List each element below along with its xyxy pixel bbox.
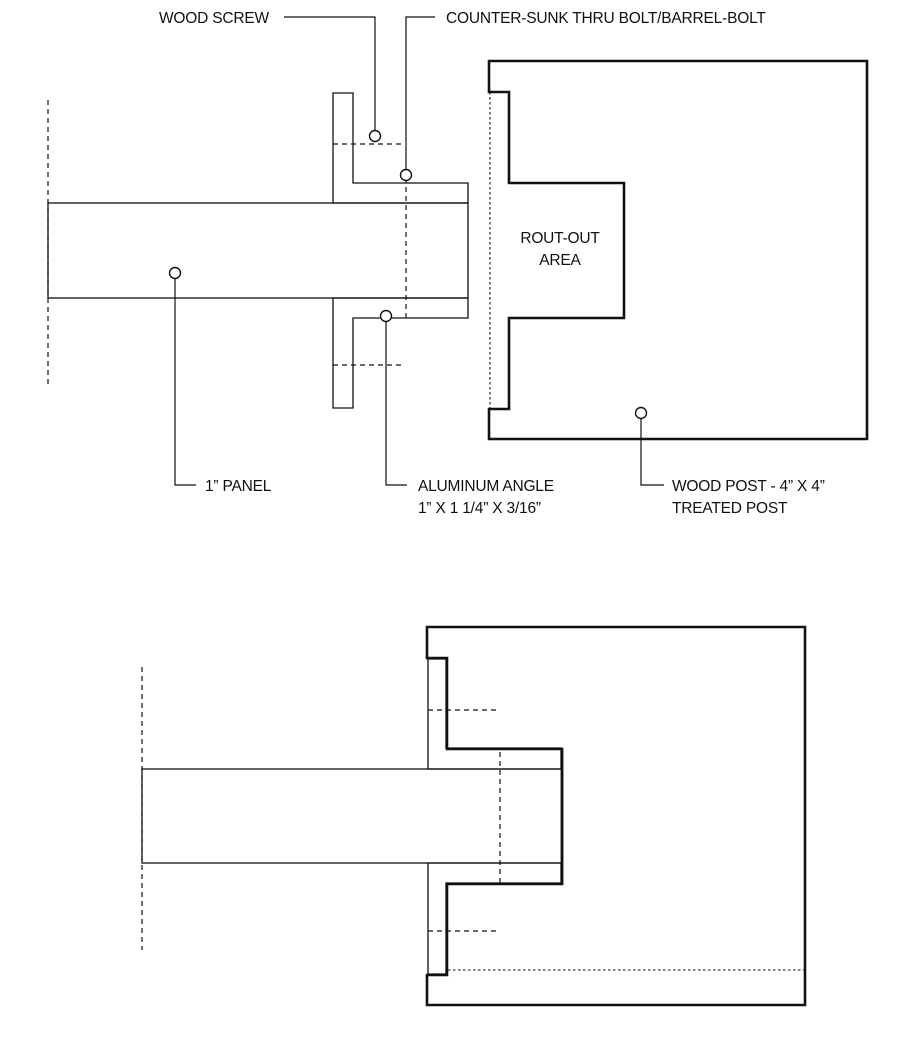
post-leader bbox=[640, 419, 664, 486]
bolt-leader bbox=[405, 16, 435, 169]
wood-post bbox=[487, 59, 869, 441]
wood-screw-marker bbox=[368, 129, 382, 143]
panel bbox=[47, 202, 469, 299]
wood-screw-leader bbox=[284, 16, 376, 130]
angle-label-line1: ALUMINUM ANGLE bbox=[418, 478, 554, 495]
panel-marker bbox=[168, 266, 182, 280]
wood-screw-label: WOOD SCREW bbox=[159, 10, 270, 27]
post-label-line2: TREATED POST bbox=[672, 500, 788, 517]
angle-leader bbox=[385, 322, 407, 486]
panel-leader bbox=[174, 279, 196, 486]
post-marker bbox=[634, 406, 648, 420]
bottom-diagram bbox=[141, 625, 807, 1007]
aluminum-angle-top bbox=[332, 92, 469, 204]
rout-out-label-line1: ROUT-OUT bbox=[520, 230, 600, 247]
bolt-marker bbox=[399, 168, 413, 182]
assembled-panel bbox=[141, 768, 563, 864]
angle-marker bbox=[379, 309, 393, 323]
panel-label: 1” PANEL bbox=[205, 478, 272, 495]
top-diagram: WOOD SCREW COUNTER-SUNK THRU BOLT/BARREL… bbox=[47, 10, 869, 517]
aluminum-angle-bottom bbox=[332, 297, 469, 409]
bolt-label: COUNTER-SUNK THRU BOLT/BARREL-BOLT bbox=[446, 10, 766, 27]
assembled-wood-post bbox=[425, 625, 807, 1007]
rout-out-label-line2: AREA bbox=[539, 252, 581, 269]
post-label-line1: WOOD POST - 4” X 4” bbox=[672, 478, 825, 495]
angle-label-line2: 1” X 1 1/4” X 3/16” bbox=[418, 500, 541, 517]
